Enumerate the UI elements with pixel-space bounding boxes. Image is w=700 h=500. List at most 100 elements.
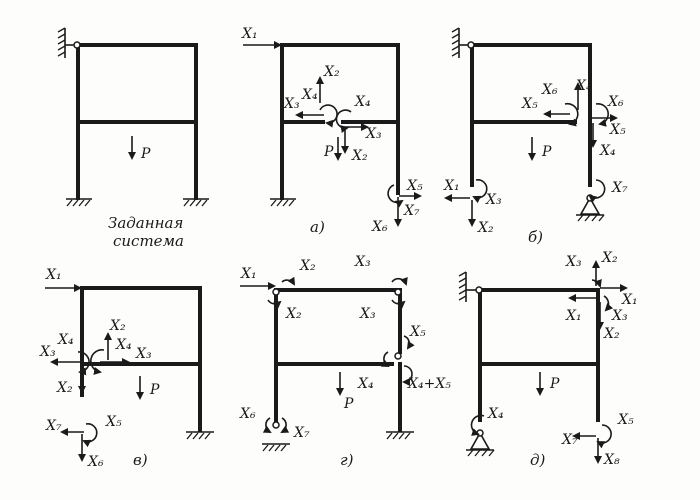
panel-g-hinge-top-left [272,288,280,296]
panel-g-x2-top-moment [281,276,296,286]
panel-g-x3-bottom-moment [391,299,406,309]
panel-g-x2-top-label: X₂ [299,258,316,274]
panel-a-x4-left-label: X₄ [301,87,318,103]
panel-a-x4-left-moment [319,104,338,128]
panel-v-x3-left-label: X₃ [39,344,56,360]
panel-d-label: д) [530,451,546,469]
panel-d-x4-label: X₄ [487,406,504,422]
panel-a-x1-label: X₁ [241,26,258,42]
panel-g-label: г) [340,451,354,469]
panel-d-x4-moment [470,414,485,436]
panel-d-x3-lower-label: X₃ [611,308,628,324]
panel-b-x6-right-label: X₆ [607,94,624,110]
panel-g-hinge-mid-right [394,352,402,360]
panel-a-x5-label: X₅ [406,178,423,194]
panel-b-pin-support [576,194,605,222]
panel-g-x6-moment [262,417,272,433]
panel-b-x5-right-label: X₅ [609,122,626,138]
given-load-label: P [140,146,151,162]
panel-a-x3-right-label: X₃ [365,126,382,142]
panel-v-x3-right-label: X₃ [135,346,152,362]
panel-v-load-label: P [149,382,160,398]
caption-given: Заданная [108,214,183,232]
panel-g-load-label: P [343,396,354,412]
panel-d-x2-up-label: X₂ [601,250,618,266]
panel-b-label: б) [528,228,543,246]
panel-a-x4-right-moment [335,109,352,133]
panel-v-x6-label: X₆ [87,454,104,470]
panel-d-wall-support [458,271,483,302]
panel-g-hinge-base-left [272,421,280,429]
panel-v-label: в) [133,451,148,469]
panel-g-x3-top-label: X₃ [354,254,371,270]
panel-v-x2-up-label: X₂ [109,318,126,334]
panel-b-x6-left-label: X₆ [541,82,558,98]
panel-g-x5-label: X₅ [409,324,426,340]
panel-a-x7-label: X₇ [403,203,420,219]
panel-b-x5-left-label: X₅ [521,96,538,112]
given-system: P Заданная система [57,27,209,250]
panel-a-x3-left-label: X₃ [283,96,300,112]
panel-v: X₁ X₄ X₃ X₂ X₂ X₄ X₃ P X₅ X₇ X₆ в) [39,267,214,470]
panel-b: P X₆ X₅ X₄ X₆ X₅ X₄ X₇ X₃ X₁ X₂ б) [443,27,628,246]
panel-d-x5-label: X₅ [617,412,634,428]
panel-v-x5-label: X₅ [105,414,122,430]
panel-g-x6-label: X₆ [239,406,256,422]
panel-a-x4-right-label: X₄ [354,94,371,110]
panel-g-x5-moment [403,335,415,350]
panel-d-x1-right-label: X₁ [621,292,638,308]
panel-d-x5-moment [596,424,612,449]
panel-g-x4-left-moment [380,351,390,367]
panel-b-x4-up-label: X₄ [575,78,592,94]
panel-b-load-label: P [541,144,552,160]
panel-v-frame-outline [80,286,202,432]
panel-d-x3-label: X₃ [565,254,582,270]
panel-b-x3-moment [472,179,488,204]
panel-v-x5-moment [82,423,98,448]
panel-d-x2-down-label: X₂ [603,326,620,342]
panel-v-x7-label: X₇ [45,418,62,434]
panel-v-x4-right-moment [90,349,105,375]
panel-g-x1-label: X₁ [240,266,257,282]
panel-a: X₁ X₂ X₃ X₄ X₄ X₃ X₂ P X₅ X₇ X₆ а) [241,26,423,236]
panel-b-wall-support [451,27,475,58]
panel-b-frame-outline [470,43,592,187]
panel-g-frame-outline [274,288,402,422]
panel-b-x2-label: X₂ [477,220,494,236]
given-fixed-support-right [183,198,209,207]
panel-d-x8-label: X₈ [603,452,620,468]
given-wall-support [57,27,81,58]
panel-v-x4-left-label: X₄ [57,332,74,348]
panel-b-x6-left-moment [564,102,579,127]
panel-b-x7-moment [588,179,606,203]
panel-g-x3-bottom-label: X₃ [359,306,376,322]
panel-d-x3-lower-moment [603,295,614,312]
panel-g-x4-left-label: X₄ [357,376,374,392]
given-fixed-support-left [66,198,92,207]
panel-d-frame-outline [478,288,600,422]
panel-d-x1-left-label: X₁ [565,308,582,324]
panel-b-x4-down-label: X₄ [599,143,616,159]
panel-v-x4-right-label: X₄ [115,337,132,353]
panel-v-fixed-support [186,431,214,440]
panel-d-x7-label: X₇ [561,432,578,448]
panel-b-x3-label: X₃ [485,192,502,208]
panel-d-pin-support [466,429,495,457]
panel-v-x4-left-moment [77,351,90,376]
panel-g-hinge-top-right [394,288,402,296]
panel-b-x6-right-moment [595,103,609,127]
panel-d-load-label: P [549,376,560,392]
panel-a-label: а) [310,218,325,236]
panel-a-x2-down-label: X₂ [351,148,368,164]
panel-a-x2-up-label: X₂ [323,64,340,80]
caption-system: система [113,232,184,250]
panel-a-x6-label: X₆ [371,219,388,235]
panel-g-x3-top-moment [391,276,408,286]
panel-g-x7-moment [280,417,290,433]
panel-g-x7-label: X₇ [293,425,310,441]
panel-d-x3-moment [591,279,602,288]
panel-a-fixed-support [270,198,296,207]
panel-g-support-right [386,431,414,440]
